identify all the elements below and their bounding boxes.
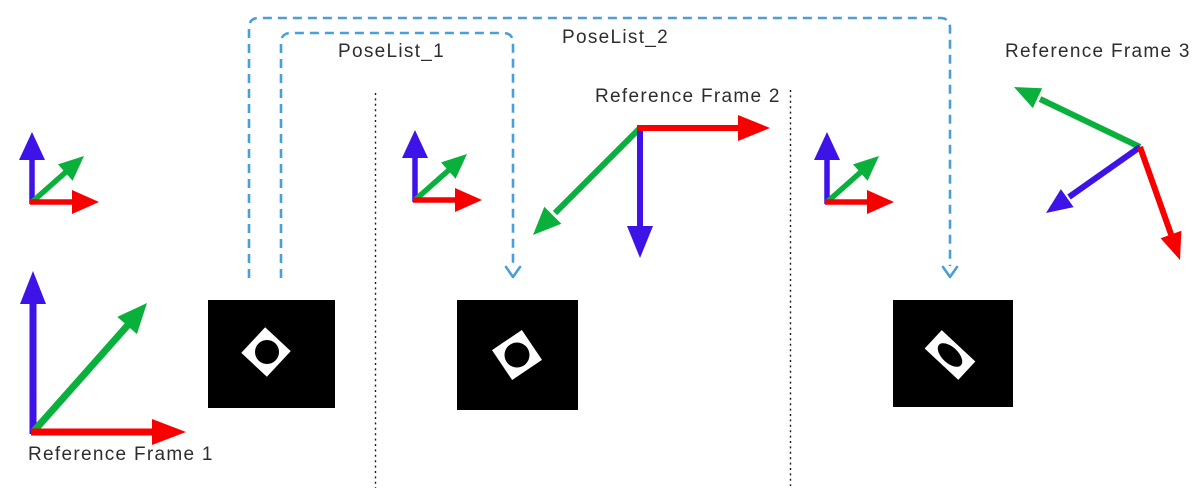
y-axis-arrow [30, 303, 147, 435]
poselist-1-label: PoseList_1 [338, 41, 446, 62]
y-axis-arrow [533, 125, 643, 235]
poselist-2-arrowhead-icon [941, 265, 959, 279]
x-axis-arrow [637, 115, 770, 141]
camera-axes-icon-2 [402, 130, 482, 212]
poselist-1-arrowhead-icon [504, 265, 522, 279]
reference-frame-1-axes [20, 271, 186, 445]
reference-frame-2-axes [533, 115, 770, 258]
poselist-2-connector [247, 16, 959, 279]
camera-axes-icon-1 [19, 132, 99, 214]
fiducial-marker-view-1 [208, 300, 335, 408]
y-axis-arrow [1014, 87, 1142, 150]
poselist-2-label: PoseList_2 [562, 27, 670, 48]
x-axis-arrow [31, 419, 186, 445]
reference-frame-3-axes [1014, 87, 1182, 260]
reference-frame-3-label: Reference Frame 3 [1005, 41, 1191, 62]
z-axis-arrow [1046, 144, 1142, 213]
z-axis-arrow [20, 271, 46, 434]
reference-frame-1-label: Reference Frame 1 [28, 444, 214, 465]
z-axis-arrow [627, 126, 653, 258]
fiducial-marker-view-2 [457, 300, 578, 410]
reference-frame-2-label: Reference Frame 2 [595, 86, 781, 107]
x-axis-arrow [1137, 145, 1182, 260]
fiducial-marker-view-3 [893, 300, 1013, 407]
poselist-1-connector [279, 31, 522, 279]
camera-axes-icon-3 [814, 132, 894, 214]
